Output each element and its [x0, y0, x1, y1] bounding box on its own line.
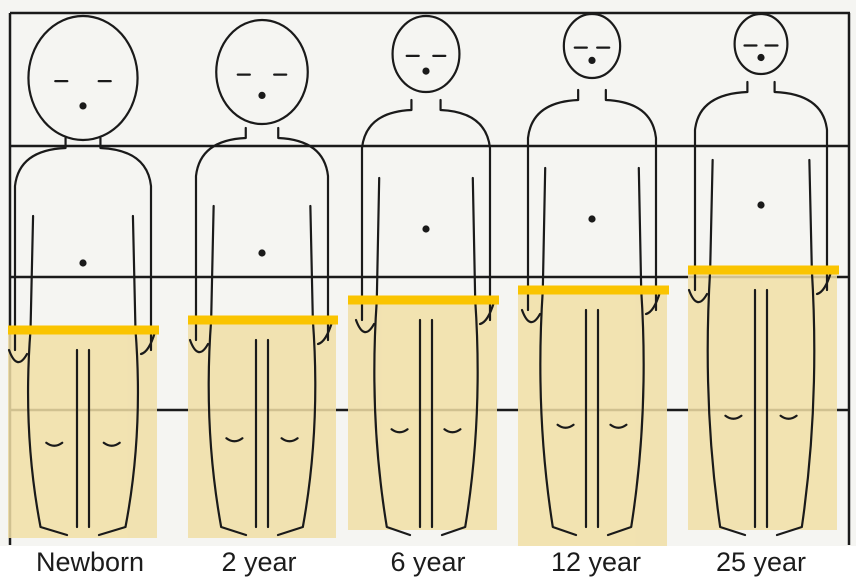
figure-artwork	[0, 0, 856, 546]
navel-12-year	[590, 217, 595, 222]
navel-6-year	[424, 227, 429, 232]
age-label-12-year: 12 year	[514, 546, 678, 578]
navel-25-year	[759, 203, 764, 208]
leg-highlight-6-year	[348, 300, 497, 530]
leg-highlight-newborn	[8, 330, 157, 538]
navel-2-year	[260, 251, 265, 256]
mouth-2-year	[260, 93, 265, 98]
mouth-12-year	[590, 58, 595, 63]
mouth-25-year	[759, 55, 764, 60]
age-label-6-year: 6 year	[346, 546, 510, 578]
age-label-newborn: Newborn	[0, 546, 180, 578]
navel-newborn	[81, 261, 86, 266]
age-label-25-year: 25 year	[676, 546, 846, 578]
age-label-2-year: 2 year	[176, 546, 342, 578]
mouth-newborn	[81, 103, 86, 108]
mouth-6-year	[424, 69, 429, 74]
